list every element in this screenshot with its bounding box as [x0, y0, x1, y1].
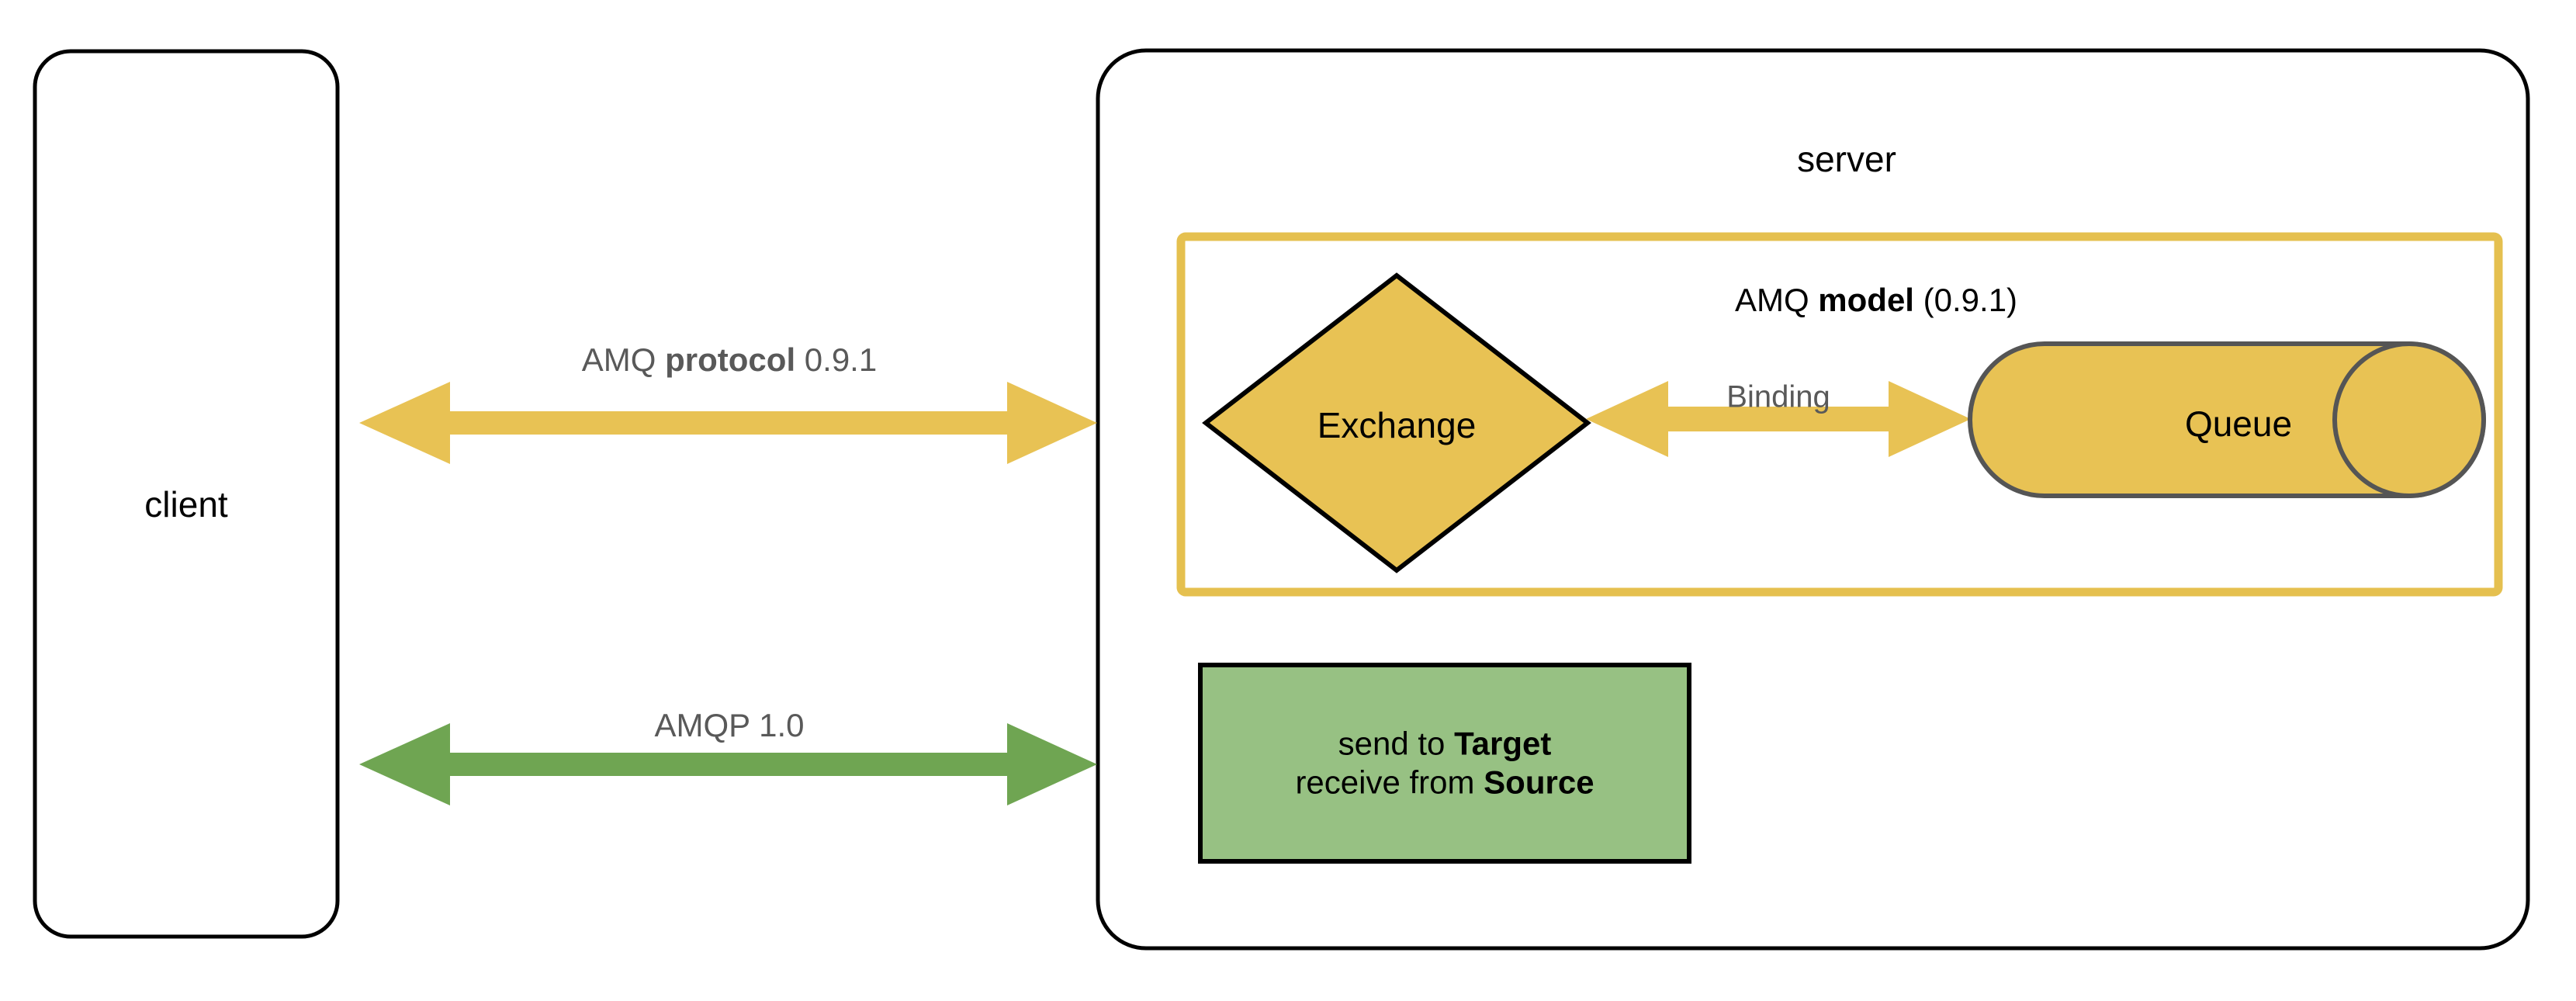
server-label: server — [1797, 138, 1896, 179]
binding-arrow[interactable] — [1586, 381, 1971, 457]
amqp-1-0-arrow[interactable] — [359, 723, 1097, 805]
queue-cylinder[interactable] — [1968, 341, 2486, 498]
amqp-semantics-box[interactable] — [1198, 663, 1691, 864]
amqp-1-0-arrow-label: AMQP 1.0 — [654, 707, 805, 744]
amq-model-box[interactable] — [1176, 232, 2503, 597]
amqp-semantics-text: send to Target receive from Source — [1295, 724, 1594, 801]
exchange-label: Exchange — [1317, 404, 1477, 445]
amqp-semantics-line-2-bold: Source — [1484, 764, 1594, 800]
amq-protocol-label-bold: protocol — [665, 341, 796, 379]
amqp-semantics-line-1: send to Target — [1295, 724, 1594, 763]
queue-label: Queue — [2184, 403, 2293, 444]
binding-label: Binding — [1726, 379, 1830, 414]
exchange-diamond[interactable] — [1202, 272, 1591, 573]
amq-protocol-label-suffix: 0.9.1 — [795, 341, 878, 379]
amq-protocol-label-prefix: AMQ — [581, 341, 666, 379]
queue-end-cap — [2332, 341, 2486, 498]
client-label: client — [144, 483, 228, 525]
amqp-semantics-line-1-prefix: send to — [1338, 725, 1455, 762]
amqp-semantics-line-2-prefix: receive from — [1295, 764, 1484, 800]
amq-protocol-arrow[interactable] — [359, 382, 1097, 464]
amqp-semantics-line-2: receive from Source — [1295, 763, 1594, 802]
amq-model-label-prefix: AMQ — [1734, 282, 1819, 319]
amq-model-label-bold: model — [1818, 282, 1914, 319]
amq-model-label-suffix: (0.9.1) — [1913, 282, 2018, 319]
amq-model-label: AMQ model (0.9.1) — [1735, 281, 2017, 320]
client-container[interactable] — [33, 49, 340, 939]
amq-protocol-arrow-label: AMQ protocol 0.9.1 — [582, 341, 877, 379]
amqp-semantics-line-1-bold: Target — [1454, 725, 1552, 762]
